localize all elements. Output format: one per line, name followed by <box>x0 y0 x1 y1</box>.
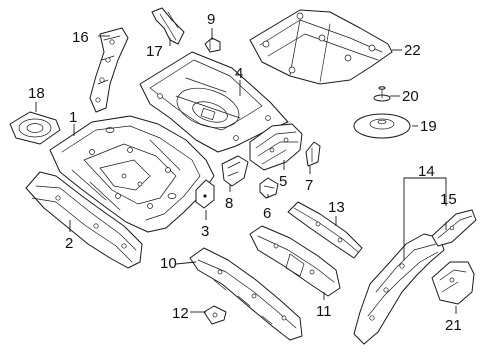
part-15-rail[interactable] <box>431 209 477 247</box>
callout-11: 11 <box>316 303 332 320</box>
callout-16: 16 <box>72 29 89 46</box>
callout-14: 14 <box>418 163 435 180</box>
callout-12: 12 <box>172 305 189 322</box>
part-7-bracket[interactable] <box>305 141 321 167</box>
callout-labels: 1 2 3 4 5 6 7 8 9 10 11 12 13 14 15 16 1… <box>28 11 462 334</box>
part-19-spare-tire-plug[interactable] <box>353 113 411 139</box>
callout-22: 22 <box>404 42 421 59</box>
callout-3: 3 <box>201 223 209 240</box>
callout-1: 1 <box>69 109 77 126</box>
part-14-rear-side-member[interactable] <box>353 233 445 345</box>
part-20-spare-tire-bolt[interactable] <box>373 86 391 102</box>
part-1-rear-floor-assembly[interactable] <box>49 115 215 233</box>
part-9-bracket[interactable] <box>204 37 221 53</box>
callout-18: 18 <box>28 85 45 102</box>
leader-lines <box>35 28 457 314</box>
part-5-floor-reinforcement[interactable] <box>249 123 303 171</box>
part-12-bracket[interactable] <box>203 305 227 325</box>
part-10-long-rail[interactable] <box>189 247 303 341</box>
callout-19: 19 <box>420 118 437 135</box>
callout-7: 7 <box>305 177 313 194</box>
callout-15: 15 <box>440 191 457 208</box>
callout-13: 13 <box>328 199 345 216</box>
callout-5: 5 <box>279 173 287 190</box>
callout-4: 4 <box>235 65 243 82</box>
part-17-reinforcement[interactable] <box>151 7 185 45</box>
callout-20: 20 <box>402 88 419 105</box>
callout-6: 6 <box>263 205 271 222</box>
part-4-rear-floor-pan[interactable] <box>139 51 289 153</box>
callout-9: 9 <box>207 11 215 28</box>
part-11-side-member[interactable] <box>249 225 341 297</box>
callout-10: 10 <box>160 255 177 272</box>
part-16-side-bracket[interactable] <box>89 27 129 113</box>
part-13-rail-extension[interactable] <box>287 201 363 259</box>
part-8-bracket[interactable] <box>221 155 249 187</box>
part-18-mount-pad[interactable] <box>9 111 61 145</box>
callout-2: 2 <box>65 235 73 252</box>
part-21-gusset[interactable] <box>431 261 475 305</box>
callout-8: 8 <box>225 195 233 212</box>
part-6-clip-bracket[interactable] <box>259 177 279 199</box>
part-3-plug-cover[interactable] <box>195 179 215 209</box>
part-22-heat-shield[interactable] <box>249 9 393 85</box>
callout-17: 17 <box>146 43 163 60</box>
callout-21: 21 <box>445 317 462 334</box>
